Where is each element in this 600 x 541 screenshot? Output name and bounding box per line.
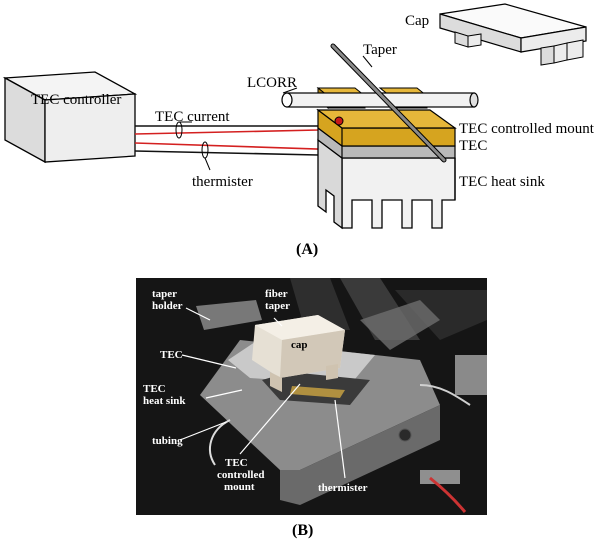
lcorr-leader [282,87,298,94]
photo-mount-label-3: mount [224,481,255,493]
photo-mount-label-2: controlled [217,469,264,481]
photo-tubing-label: tubing [152,435,183,447]
panel-b: taper holder fiber taper cap TEC TEC hea… [136,278,487,539]
photo-taper-holder [196,300,262,330]
tec-heat-sink-label: TEC heat sink [459,174,545,190]
photo-leaders [179,307,346,479]
lcorr-label: LCORR [247,75,297,91]
photo-connector [420,470,460,484]
thermister-bead [334,116,344,126]
panel-a-caption: (A) [296,241,318,258]
photo-fiber-taper-label-1: fiber [265,288,288,300]
photo-fiber-taper-label-2: taper [265,300,290,312]
heat-sink [317,138,456,230]
photo-thermister-label: thermister [318,482,368,494]
thermister-label-a: thermister [192,174,253,190]
photo-red-cable [429,476,467,513]
photo-cap-label: cap [291,339,308,351]
photo-cap [252,315,345,392]
photo-heat-sink-front [280,405,440,505]
photo-heat-sink-label-2: heat sink [143,395,186,407]
photo-right-block [455,355,487,395]
taper-label: Taper [363,42,397,58]
cap-label-a: Cap [405,13,429,29]
taper-leader [362,55,373,68]
tec-current-label: TEC current [155,109,230,125]
tec-controller-label: TEC controller [31,92,121,108]
lcorr-rod [281,92,479,108]
panel-b-caption: (B) [292,522,313,539]
tec-label-a: TEC [459,138,487,154]
photo-rail-1 [290,278,350,330]
photo-tec-label: TEC [160,349,183,361]
panel-a: TEC controller TEC current thermister [2,3,595,258]
photo-taper-holder-label-2: holder [152,300,183,312]
photo-heat-sink-label-1: TEC [143,383,166,395]
photo-clear-rail [360,300,440,350]
cap-block [439,3,587,66]
photo-mount-gold [290,386,345,398]
thermister-leader [204,157,211,171]
photo-mount-label-1: TEC [225,457,248,469]
tec-controlled-mount-label: TEC controlled mount [459,121,595,137]
taper-fiber [330,43,447,163]
photo-screw [398,428,412,442]
tec-controller-box [2,71,138,164]
photo-taper-holder-label-1: taper [152,288,177,300]
thermister-wire-loop [201,141,209,159]
photo-wire-right [419,384,471,406]
